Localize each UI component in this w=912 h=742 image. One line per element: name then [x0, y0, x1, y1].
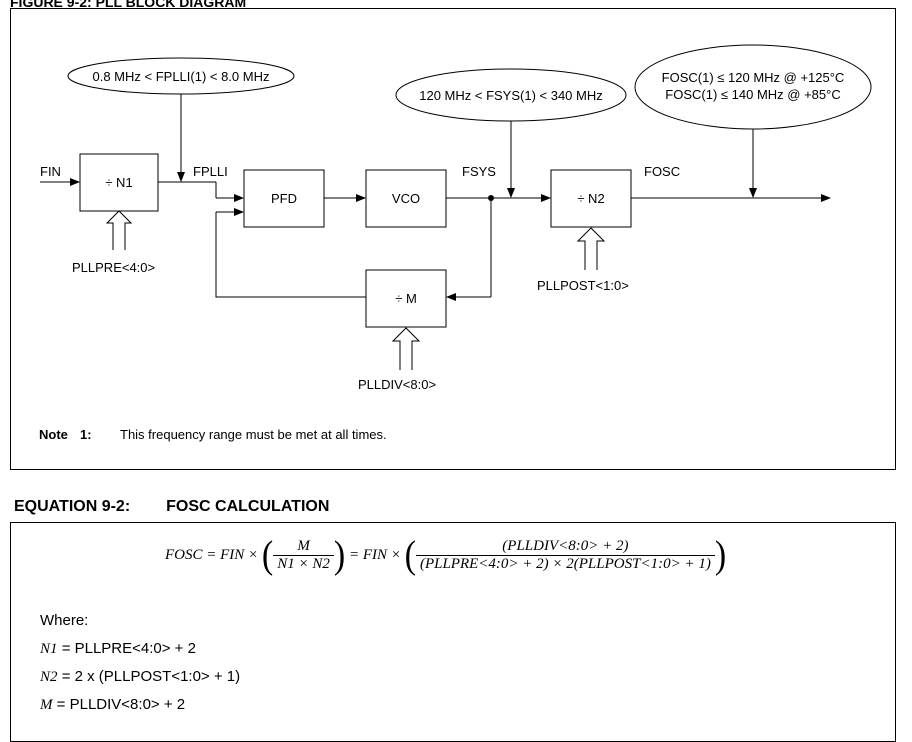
- n2-label: ÷ N2: [577, 191, 604, 206]
- fosc-constraint-line1: FOSC(1) ≤ 120 MHz @ +125°C: [662, 70, 845, 85]
- frac-register: (PLLDIV<8:0> + 2)(PLLPRE<4:0> + 2) × 2(P…: [415, 538, 715, 573]
- def-n2-rhs: = 2 x (PLLPOST<1:0> + 1): [61, 668, 241, 685]
- fosc-constraint-line2: FOSC(1) ≤ 140 MHz @ +85°C: [665, 87, 840, 102]
- pfd-label: PFD: [271, 191, 297, 206]
- open-paren-2: (: [404, 533, 416, 577]
- close-paren-1: ): [333, 533, 346, 577]
- plldiv-label: PLLDIV<8:0>: [358, 377, 436, 392]
- vco-label: VCO: [392, 191, 420, 206]
- formula-lhs: FOSC = FIN ×: [165, 546, 259, 563]
- pllpost-hollow-arrow: [576, 227, 606, 270]
- n1-label: ÷ N1: [105, 175, 132, 190]
- def-n1-lhs: N1: [40, 641, 58, 657]
- frac2-numerator: (PLLDIV<8:0> + 2): [502, 538, 629, 554]
- def-n1-rhs: = PLLPRE<4:0> + 2: [61, 640, 196, 657]
- note-label: Note: [39, 427, 68, 442]
- def-n1: N1 = PLLPRE<4:0> + 2: [40, 640, 196, 658]
- close-paren-2: ): [714, 533, 727, 577]
- def-m-rhs: = PLLDIV<8:0> + 2: [56, 696, 186, 713]
- pll-block-diagram: ÷ N1 PFD VCO ÷ N2 ÷ M FIN FPLLI FSYS FOS…: [39, 44, 872, 442]
- frac1-denominator: N1 × N2: [273, 555, 334, 573]
- n2-block: [550, 169, 632, 228]
- equation-name: FOSC CALCULATION: [166, 498, 330, 515]
- fplli-label: FPLLI: [193, 164, 228, 179]
- note-number: 1:: [80, 427, 92, 442]
- m-to-pfd-line: [215, 212, 366, 298]
- def-n2-lhs: N2: [40, 669, 58, 685]
- formula-mid: = FIN ×: [348, 546, 401, 563]
- equation-title: EQUATION 9-2: FOSC CALCULATION: [14, 498, 329, 516]
- vco-block: [365, 169, 447, 228]
- m-block: [365, 269, 447, 328]
- m-label: ÷ M: [395, 291, 417, 306]
- def-m-lhs: M: [40, 697, 53, 713]
- def-n2: N2 = 2 x (PLLPOST<1:0> + 1): [40, 668, 240, 686]
- where-label: Where:: [40, 612, 89, 629]
- pllpost-label: PLLPOST<1:0>: [537, 278, 629, 293]
- equation-number: EQUATION 9-2:: [14, 498, 131, 515]
- def-m: M = PLLDIV<8:0> + 2: [40, 696, 185, 714]
- pllpre-label: PLLPRE<4:0>: [72, 260, 155, 275]
- note-text: This frequency range must be met at all …: [120, 427, 387, 442]
- fsys-label: FSYS: [462, 164, 496, 179]
- open-paren-1: (: [261, 533, 274, 577]
- pllpre-hollow-arrow: [105, 210, 133, 250]
- n1-block: [79, 153, 159, 212]
- plldiv-hollow-arrow: [391, 327, 421, 370]
- frac1-numerator: M: [297, 538, 310, 554]
- fplli-constraint-text: 0.8 MHz < FPLLI(1) < 8.0 MHz: [92, 69, 269, 84]
- fin-label: FIN: [40, 164, 61, 179]
- diagram-frame: [10, 8, 896, 470]
- figure-title: FIGURE 9-2: PLL BLOCK DIAGRAM: [10, 0, 247, 10]
- fosc-label: FOSC: [644, 164, 680, 179]
- fsys-constraint-text: 120 MHz < FSYS(1) < 340 MHz: [419, 88, 603, 103]
- frac2-denominator: (PLLPRE<4:0> + 2) × 2(PLLPOST<1:0> + 1): [415, 555, 715, 573]
